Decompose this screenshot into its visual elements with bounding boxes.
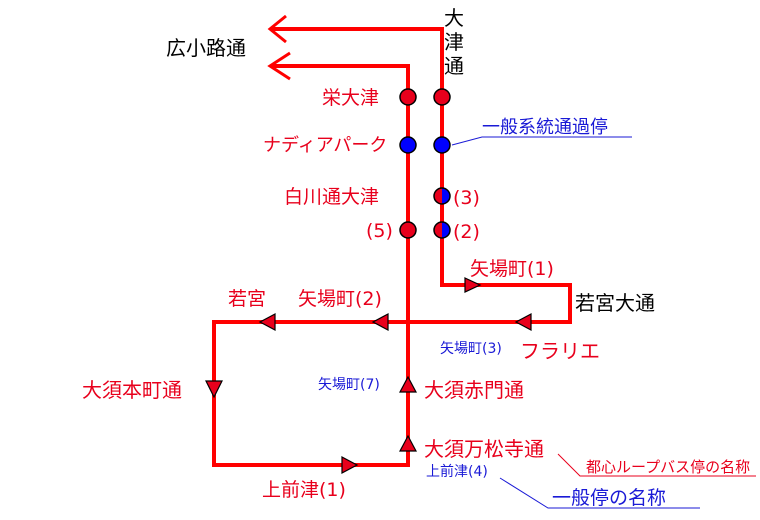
triangle-furarie bbox=[514, 313, 532, 331]
stop-half-3 bbox=[433, 187, 451, 205]
stop-sakae-otsu-west bbox=[399, 88, 417, 106]
stop-sakae-otsu-east bbox=[433, 88, 451, 106]
direction-triangles bbox=[205, 277, 532, 474]
label-num-5: (5) bbox=[366, 220, 393, 242]
legend-ippan-tsuka: 一般系統通過停 bbox=[482, 117, 608, 138]
arrow-lower-head bbox=[267, 51, 291, 81]
label-num-3: (3) bbox=[453, 187, 480, 209]
route-lines bbox=[212, 27, 572, 467]
triangle-osu-hondori bbox=[205, 380, 223, 399]
route-line-otsu-upper bbox=[212, 27, 572, 467]
street-wakamiya-o: 若宮大通 bbox=[575, 291, 655, 315]
stop-nadya-west bbox=[399, 136, 417, 154]
triangle-kamimaezu1 bbox=[341, 456, 359, 474]
stop-circles bbox=[399, 88, 451, 239]
triangle-osu-akamon bbox=[399, 375, 417, 393]
label-sakae-otsu: 栄大津 bbox=[322, 87, 379, 109]
label-nadya-park: ナディアパーク bbox=[263, 135, 387, 156]
label-yabacho-2: 矢場町(2) bbox=[298, 288, 382, 310]
leader-ippan-tsuka bbox=[451, 136, 632, 146]
hirokoji-arrows bbox=[267, 14, 291, 81]
label-yabacho-1: 矢場町(1) bbox=[470, 258, 554, 280]
street-otsu-2: 津 bbox=[444, 30, 464, 54]
stop-shirakawa-5 bbox=[399, 221, 417, 239]
label-shirakawa-otsu: 白川通大津 bbox=[284, 186, 379, 208]
street-hirokoji: 広小路通 bbox=[166, 36, 246, 60]
stop-half-2 bbox=[433, 221, 451, 239]
arrow-upper-head bbox=[267, 14, 287, 44]
street-otsu-1: 大 bbox=[444, 6, 464, 30]
legend-toshin-loop: 都心ループバス停の名称 bbox=[586, 458, 750, 476]
label-kamimaezu-1: 上前津(1) bbox=[262, 479, 346, 501]
street-otsu-3: 通 bbox=[444, 54, 464, 78]
label-osu-mansho: 大須万松寺通 bbox=[424, 437, 544, 461]
label-kamimaezu-4: 上前津(4) bbox=[426, 463, 488, 480]
label-wakamiya: 若宮 bbox=[228, 288, 266, 310]
stop-nadya-east bbox=[433, 136, 451, 154]
leader-lines bbox=[451, 136, 756, 509]
label-yabacho-7: 矢場町(7) bbox=[318, 377, 380, 393]
label-furarie: フラリエ bbox=[520, 339, 600, 363]
label-osu-akamon: 大須赤門通 bbox=[424, 378, 524, 402]
triangle-yabacho2 bbox=[371, 313, 389, 331]
label-yabacho-3: 矢場町(3) bbox=[440, 341, 502, 357]
triangle-osu-mansho bbox=[399, 434, 417, 452]
label-num-2: (2) bbox=[453, 221, 480, 243]
legend-ippan-name: 一般停の名称 bbox=[552, 487, 666, 509]
triangle-yabacho1 bbox=[464, 277, 482, 293]
label-osu-hondori: 大須本町通 bbox=[82, 378, 182, 402]
leader-toshin-loop bbox=[557, 453, 756, 477]
leader-ippan-name bbox=[499, 477, 700, 509]
triangle-wakamiya bbox=[258, 313, 276, 331]
